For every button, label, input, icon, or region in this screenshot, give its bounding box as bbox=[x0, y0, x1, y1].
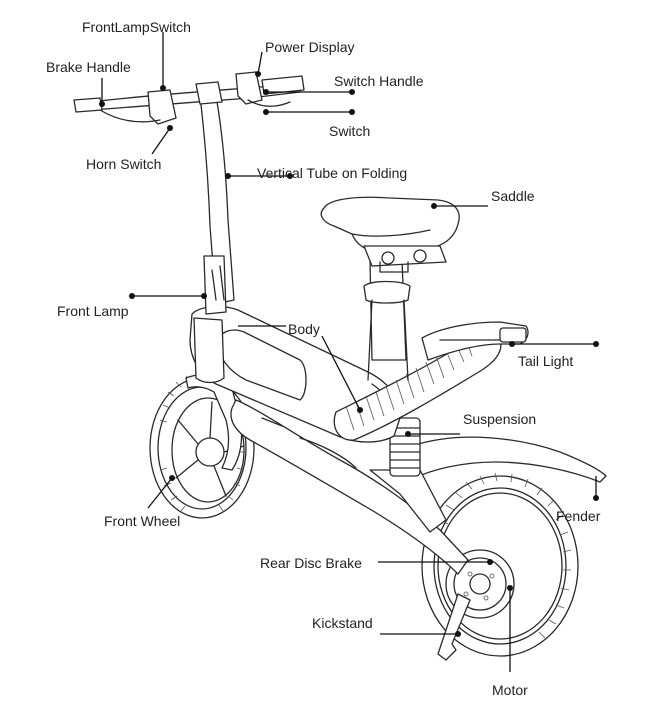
label-fender: Fender bbox=[556, 508, 601, 524]
front-stem bbox=[193, 95, 235, 384]
label-switch: Switch bbox=[329, 123, 370, 139]
part-labels: FrontLampSwitch Brake Handle Power Displ… bbox=[46, 19, 601, 698]
lower-frame bbox=[230, 399, 469, 575]
label-vertical-tube: Vertical Tube on Folding bbox=[257, 165, 407, 181]
ebike-illustration bbox=[73, 71, 607, 661]
fender-shape bbox=[411, 436, 607, 483]
label-power-display: Power Display bbox=[265, 39, 354, 55]
tail-light-shape bbox=[499, 327, 527, 343]
saddle-shape bbox=[320, 196, 460, 273]
label-switch-handle: Switch Handle bbox=[334, 73, 424, 89]
label-suspension: Suspension bbox=[463, 411, 536, 427]
label-saddle: Saddle bbox=[491, 188, 535, 204]
label-body: Body bbox=[288, 321, 320, 337]
label-brake-handle: Brake Handle bbox=[46, 59, 131, 75]
label-motor: Motor bbox=[492, 682, 528, 698]
label-front-lamp-switch: FrontLampSwitch bbox=[82, 19, 191, 35]
kickstand-shape bbox=[437, 593, 471, 661]
handlebar bbox=[73, 71, 305, 125]
label-rear-disc-brake: Rear Disc Brake bbox=[260, 555, 362, 571]
label-front-lamp: Front Lamp bbox=[57, 303, 129, 319]
label-horn-switch: Horn Switch bbox=[86, 156, 161, 172]
label-tail-light: Tail Light bbox=[518, 353, 573, 369]
label-kickstand: Kickstand bbox=[312, 615, 373, 631]
seat-post bbox=[363, 259, 411, 381]
leader-lines bbox=[99, 32, 599, 672]
rear-wheel bbox=[421, 472, 579, 657]
suspension-shape bbox=[389, 417, 421, 477]
label-front-wheel: Front Wheel bbox=[104, 513, 180, 529]
down-tube bbox=[333, 335, 502, 441]
